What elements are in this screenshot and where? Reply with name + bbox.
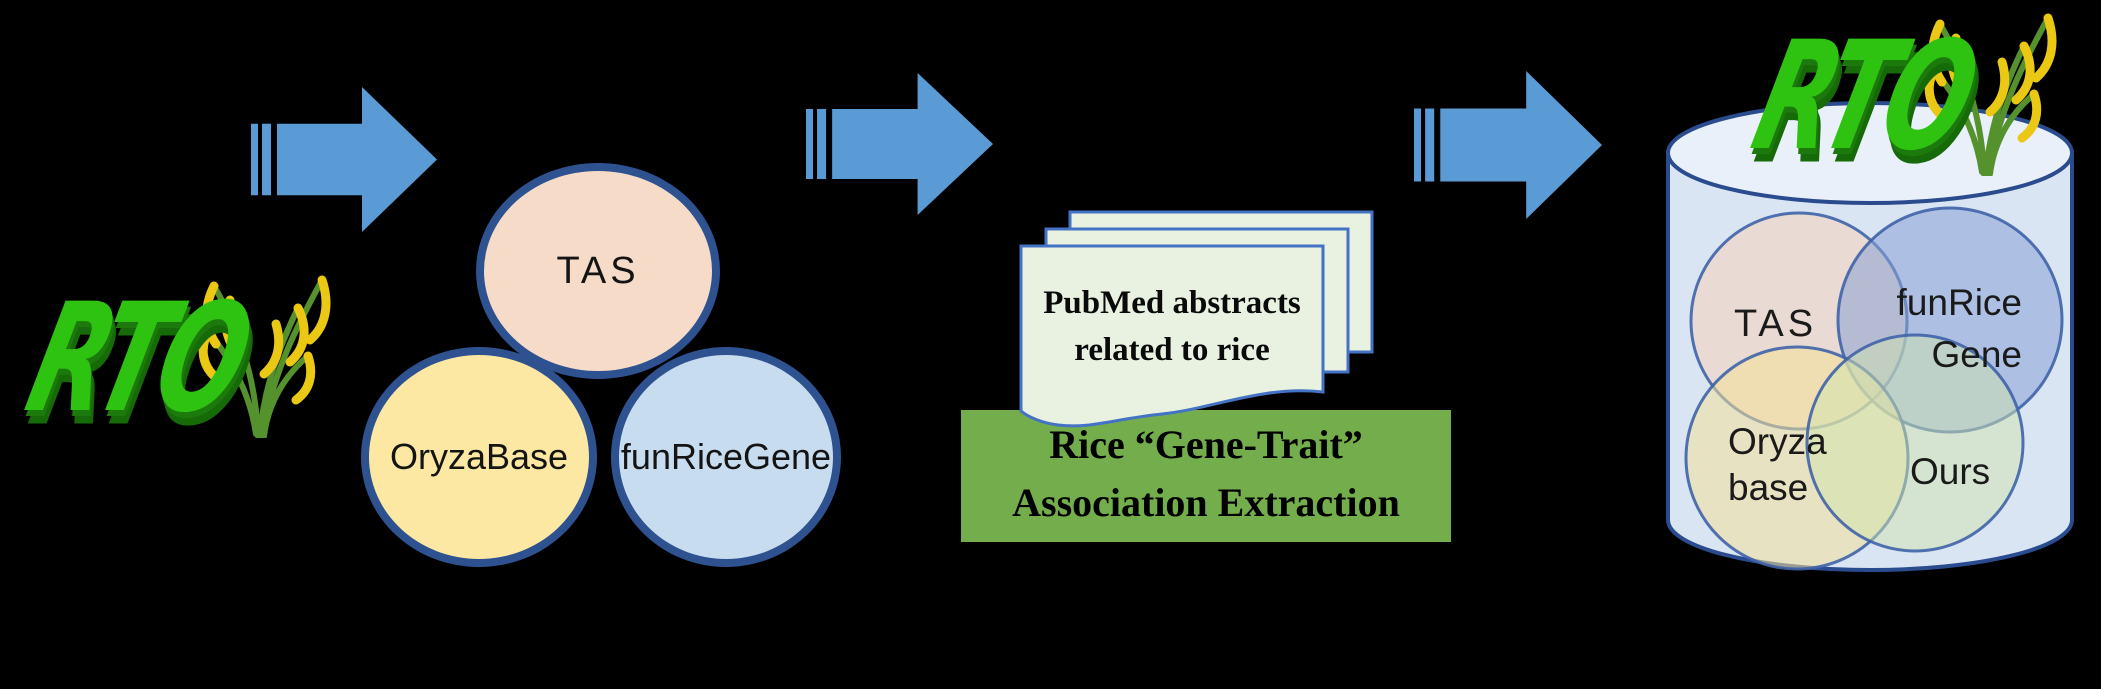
flow-arrow-icon: [806, 73, 993, 215]
rto-logo-source: RTO: [13, 262, 346, 447]
flow-arrow-icon: [251, 87, 437, 232]
source-label-oryzabase: OryzaBase: [389, 436, 569, 477]
rto-logo-text: RTO: [1739, 8, 1988, 185]
source-label-funricegene: funRiceGene: [620, 436, 832, 477]
abstracts-text: PubMed abstracts related to rice: [1021, 280, 1323, 374]
abstracts-line2: related to rice: [1074, 332, 1270, 368]
source-label-tas: TAS: [556, 249, 640, 292]
extraction-line2: Association Extraction: [1012, 480, 1400, 525]
rice-plant-icon: [1924, 13, 2057, 176]
rice-plant-icon: [198, 275, 331, 438]
venn-label-tas: TAS: [1734, 303, 1818, 345]
flow-arrow-icon: [1414, 71, 1602, 219]
source-ellipse-tas: TAS: [476, 163, 720, 379]
venn-label-ours: Ours: [1910, 451, 1991, 492]
extraction-box: Rice “Gene-Trait” Association Extraction: [961, 410, 1451, 542]
venn-label-oryzabase: Oryza base: [1728, 421, 1827, 508]
rto-logo-database: RTO: [1739, 0, 2072, 185]
abstracts-page-stack: [1019, 210, 1374, 428]
venn-label-funricegene: funRice Gene: [1896, 282, 2022, 375]
source-ellipse-funricegene: funRiceGene: [611, 347, 841, 567]
extraction-line1: Rice “Gene-Trait”: [1049, 422, 1363, 467]
source-ellipse-oryzabase: OryzaBase: [361, 347, 597, 567]
venn-circle-ours: [1805, 333, 2025, 553]
rto-logo-text: RTO: [13, 270, 262, 447]
abstracts-line1: PubMed abstracts: [1043, 285, 1301, 321]
result-database-cylinder: [1666, 101, 2074, 572]
